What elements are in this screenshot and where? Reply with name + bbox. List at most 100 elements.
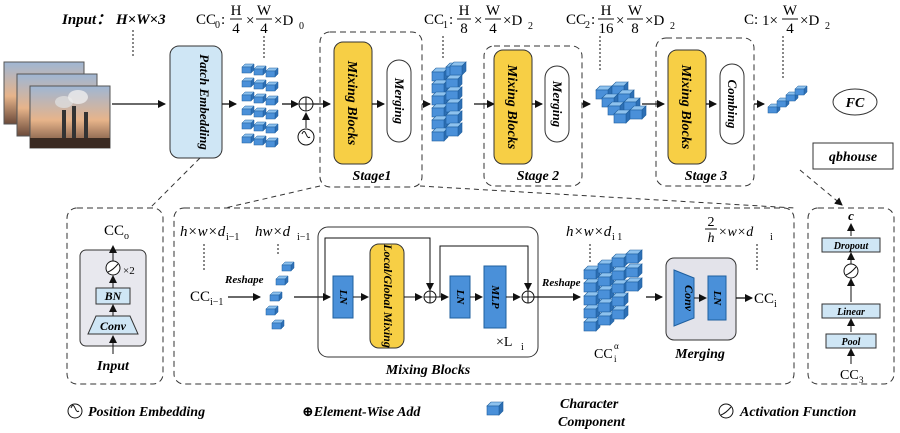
svg-text:×D: ×D xyxy=(800,13,819,29)
svg-text:i−1: i−1 xyxy=(297,232,310,243)
svg-text:CC: CC xyxy=(424,12,444,28)
svg-text:W: W xyxy=(628,3,643,19)
stage3-box xyxy=(655,37,755,187)
token-cube xyxy=(271,319,285,330)
token-cube xyxy=(281,261,295,272)
svg-text:CC: CC xyxy=(104,223,124,239)
position-embedding-legend-icon xyxy=(67,403,83,419)
token-cube xyxy=(241,91,255,102)
token-cube xyxy=(253,79,267,90)
token-cube xyxy=(253,135,267,146)
svg-text:h×w×d: h×w×d xyxy=(566,224,612,240)
token-cube xyxy=(794,85,808,96)
stage1-label: Stage1 xyxy=(353,169,392,184)
token-cube xyxy=(265,305,279,316)
svg-text:o: o xyxy=(124,231,129,242)
svg-text:W: W xyxy=(257,3,272,19)
add-icon-1 xyxy=(423,290,437,304)
svg-text:×D: ×D xyxy=(645,13,664,29)
svg-text:×D: ×D xyxy=(503,13,522,29)
watermark: qbhouse xyxy=(829,150,877,165)
activation-icon-2 xyxy=(843,263,859,279)
svg-text:LN: LN xyxy=(337,289,349,306)
token-cube xyxy=(431,127,449,142)
svg-text:c: c xyxy=(848,208,854,223)
patch-embedding-block xyxy=(169,45,223,159)
svg-text:Component: Component xyxy=(558,415,626,430)
svg-text:×: × xyxy=(616,13,624,29)
svg-text:MLP: MLP xyxy=(489,284,501,309)
svg-text:H: H xyxy=(231,3,242,19)
svg-text:CC: CC xyxy=(594,347,613,362)
mixing-blocks-inner xyxy=(317,226,539,358)
token-cube xyxy=(445,98,463,113)
svg-text::: : xyxy=(591,12,595,28)
character-component-legend-icon xyxy=(486,401,504,416)
mixing-blocks-detail-label: Mixing Blocks xyxy=(385,363,471,378)
svg-text:Conv: Conv xyxy=(682,285,696,312)
token-cube xyxy=(583,317,601,332)
svg-text:×L: ×L xyxy=(496,335,512,350)
c-token-grid xyxy=(767,85,808,114)
token-cube xyxy=(611,292,629,307)
svg-text:×2: ×2 xyxy=(123,265,135,277)
conv-block xyxy=(87,315,139,335)
cc2-label: CC 2 : H 16 × W 8 ×D 2 xyxy=(566,3,675,37)
local-global-mixing-block xyxy=(369,243,405,349)
token-cube xyxy=(275,275,289,286)
token-cube xyxy=(241,133,255,144)
svg-text:4: 4 xyxy=(260,21,268,37)
legend: Position Embedding ⊕Element-Wise Add Cha… xyxy=(67,397,857,430)
token-cube xyxy=(445,86,463,101)
token-cube xyxy=(611,305,629,320)
token-cube xyxy=(265,95,279,106)
patch-embedding-label: Patch Embedding xyxy=(197,54,212,150)
svg-text:i 1: i 1 xyxy=(612,232,622,243)
svg-text:3: 3 xyxy=(859,375,864,385)
svg-text:1: 1 xyxy=(443,20,448,31)
cc1-token-grid xyxy=(431,61,467,142)
svg-text::: : xyxy=(754,12,758,28)
token-cube xyxy=(613,109,631,124)
cc0-label: CC 0 : H 4 × W 4 ×D 0 xyxy=(196,3,304,37)
token-cube xyxy=(611,253,629,268)
token-cube xyxy=(253,65,267,76)
token-cube xyxy=(253,107,267,118)
token-cube xyxy=(269,291,283,302)
ln-block-3 xyxy=(707,275,727,321)
svg-text:CC: CC xyxy=(566,12,586,28)
cc2-token-grid xyxy=(595,81,647,124)
head-detail-box xyxy=(807,207,895,385)
stage2-mixing-blocks xyxy=(493,49,533,165)
token-cube xyxy=(625,249,643,264)
svg-text:×D: ×D xyxy=(274,13,293,29)
conv-block-2 xyxy=(673,269,695,327)
svg-text:Reshape: Reshape xyxy=(224,274,264,286)
token-cube xyxy=(253,93,267,104)
svg-text:H: H xyxy=(601,3,612,19)
svg-text:Linear: Linear xyxy=(836,307,865,318)
token-cube xyxy=(625,263,643,278)
svg-text:Pool: Pool xyxy=(842,337,861,348)
svg-text:i: i xyxy=(774,299,777,310)
activation-function-legend-icon xyxy=(718,403,734,419)
token-cube xyxy=(241,105,255,116)
stage3-mixing-blocks xyxy=(667,49,707,165)
svg-text:α: α xyxy=(614,341,619,351)
svg-text:Activation Function: Activation Function xyxy=(739,405,857,420)
svg-text:Mixing Blocks: Mixing Blocks xyxy=(344,60,359,146)
svg-text:0: 0 xyxy=(299,21,304,32)
svg-text:hw×d: hw×d xyxy=(255,224,291,240)
merging-detail-label: Merging xyxy=(674,347,725,362)
stage2-box xyxy=(483,45,583,187)
svg-text:Mixing Blocks: Mixing Blocks xyxy=(678,64,693,150)
svg-text:4: 4 xyxy=(786,21,794,37)
svg-text:8: 8 xyxy=(631,21,639,37)
mixing-detail-box xyxy=(173,207,795,385)
token-cube xyxy=(449,61,467,76)
token-cube xyxy=(265,109,279,120)
svg-text:FC: FC xyxy=(845,96,865,111)
input-dims: H×W×3 xyxy=(115,12,166,28)
token-cube xyxy=(611,266,629,281)
stage1-box xyxy=(319,31,423,188)
